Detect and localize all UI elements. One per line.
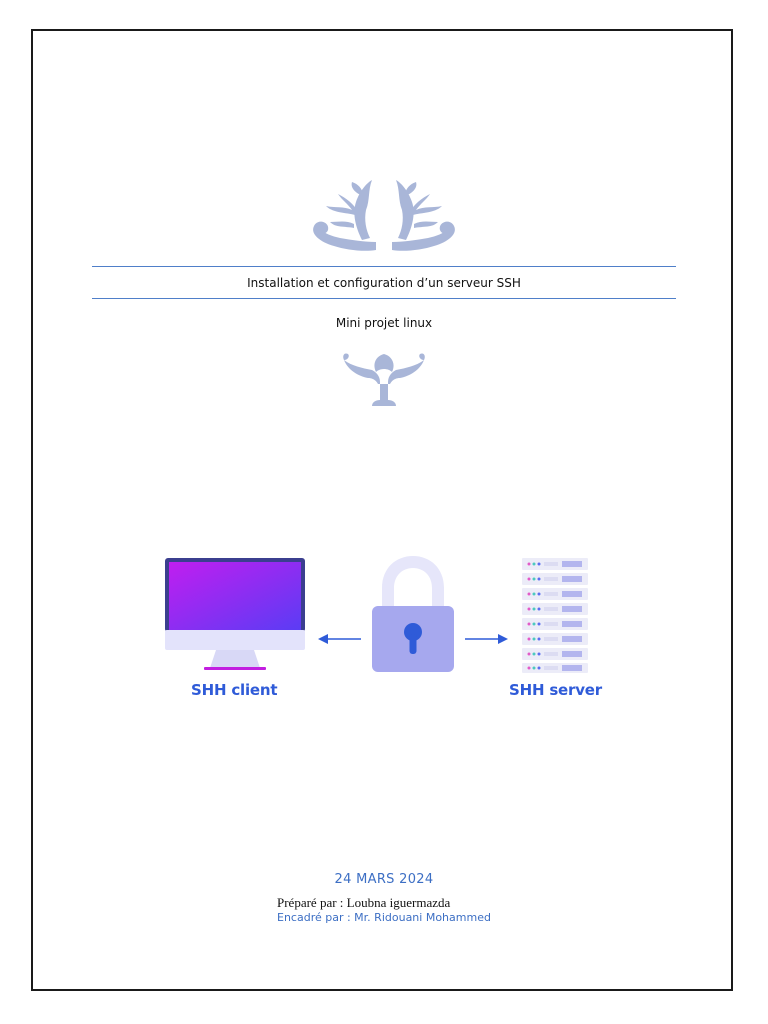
supervised-by: Encadré par : Mr. Ridouani Mohammed [277,911,491,924]
ornament-bottom-icon [343,353,425,406]
title-rule-top [92,266,676,267]
page-border [31,29,733,991]
monitor-icon [165,558,305,670]
title-rule-bottom [92,298,676,299]
document-subtitle: Mini projet linux [335,316,433,330]
server-label: SHH server [509,681,602,699]
arrow-left-icon [318,634,361,644]
prepared-by: Préparé par : Loubna iguermazda [277,895,451,910]
document-title: Installation et configuration d’un serve… [247,276,521,290]
ornament-top-icon [313,180,455,251]
client-label: SHH client [191,681,278,699]
document-date: 24 MARS 2024 [334,872,434,887]
padlock-icon [372,556,454,672]
arrow-right-icon [465,634,508,644]
server-rack-icon [522,558,588,673]
